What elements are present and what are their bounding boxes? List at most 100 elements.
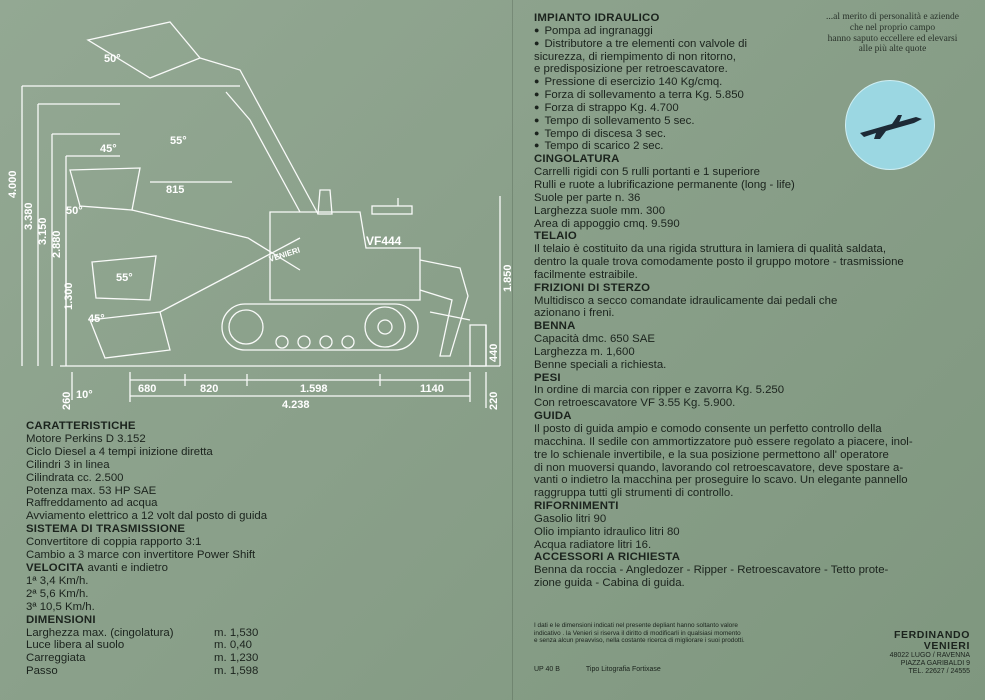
idraulico-bullet: Pompa ad ingranaggi — [534, 25, 964, 38]
arm-mid — [131, 209, 301, 271]
dimensioni-row: Carreggiata m. 1,230 — [26, 652, 296, 665]
frizioni-line: Multidisco a secco comandate idraulicame… — [534, 294, 838, 307]
cingolatura-line: Suole per parte n. 36 — [534, 191, 641, 204]
idraulico-bullet: Tempo di sollevamento 5 sec. — [534, 115, 964, 128]
arm-high — [199, 57, 319, 215]
page-fold — [512, 0, 513, 700]
telaio-title: TELAIO — [534, 230, 577, 243]
label-10deg: 10° — [76, 389, 93, 401]
disclaimer-line: indicativo . la Venieri si riserva il di… — [534, 629, 741, 637]
guida-line: vanti o indietro la macchina per prosegu… — [534, 474, 908, 487]
telaio-line: Il telaio è costituito da una rigida str… — [534, 243, 887, 256]
tractor-body — [269, 211, 421, 301]
dim-label: Passo — [26, 665, 58, 678]
pesi-line: In ordine di marcia con ripper e zavorra… — [534, 384, 785, 397]
frizioni-line: azionano i freni. — [534, 307, 615, 320]
disclaimer-line: I dati e le dimensioni indicati nel pres… — [534, 622, 738, 629]
angle-label-5: 55° — [116, 272, 133, 284]
company-phone: TEL. 22627 / 24555 — [908, 668, 971, 675]
caratteristiche-line: Motore Perkins D 3.152 — [26, 432, 146, 445]
label-260: 260 — [61, 392, 73, 410]
label-4000: 4.000 — [7, 170, 19, 198]
loader-dimension-drawing: 4.000 3.380 3.150 2.880 1.300 260 1.850 … — [7, 21, 512, 411]
idraulico-continuation: sicurezza, di riempimento di non ritorno… — [534, 50, 736, 63]
guida-line: Il posto di guida ampio e comodo consent… — [534, 423, 882, 435]
specs-left: CARATTERISTICHE Motore Perkins D 3.152 C… — [26, 420, 506, 678]
engine-hood — [371, 205, 413, 215]
velocita-suffix: avanti e indietro — [84, 561, 168, 574]
seat-post — [317, 189, 333, 215]
print-codes: UP 40 B Tipo Litografia Fortixase — [534, 666, 685, 673]
angle-label-2: 45° — [100, 143, 117, 155]
company-name-1: FERDINANDO — [894, 629, 970, 641]
idraulico-bullet: Tempo di scarico 2 sec. — [534, 140, 964, 153]
ripper-bar — [429, 311, 471, 321]
angle-label-4: 50° — [66, 205, 83, 217]
caratteristiche-line: Cilindrata cc. 2.500 — [26, 471, 124, 484]
specs-right: IMPIANTO IDRAULICO Pompa ad ingranaggi D… — [534, 12, 964, 590]
rifornimenti-title: RIFORNIMENTI — [534, 500, 619, 513]
dim-value: m. 1,530 — [214, 626, 259, 639]
accessori-line: zione guida - Cabina di guida. — [534, 577, 685, 590]
bucket-high — [86, 21, 202, 79]
guida-line: di non muoversi quando, lavorando col re… — [534, 461, 904, 474]
idraulico-bullet: Forza di strappo Kg. 4.700 — [534, 102, 964, 115]
sprocket-hub — [377, 319, 393, 335]
label-1598: 1.598 — [300, 383, 328, 395]
print-code: UP 40 B — [534, 666, 560, 673]
pesi-line: Con retroescavatore VF 3.55 Kg. 5.900. — [534, 397, 736, 410]
bucket-ground — [89, 311, 171, 359]
benna-line: Larghezza m. 1,600 — [534, 345, 635, 358]
model-label: VF444 — [366, 234, 402, 248]
label-2880: 2.880 — [51, 230, 63, 258]
caratteristiche-line: Potenza max. 53 HP SAE — [26, 484, 157, 497]
motto-line: che nel proprio campo — [849, 22, 936, 33]
caratteristiche-line: Raffreddamento ad acqua — [26, 497, 158, 510]
track — [221, 303, 419, 351]
benna-line: Benne speciali a richiesta. — [534, 358, 667, 371]
velocita-line: 1ª 3,4 Km/h. — [26, 574, 89, 587]
guida-title: GUIDA — [534, 410, 572, 423]
idraulico-title: IMPIANTO IDRAULICO — [534, 12, 660, 24]
bucket-mid — [69, 167, 141, 211]
label-3380: 3.380 — [23, 202, 35, 230]
dim-value: m. 0,40 — [214, 639, 252, 652]
arm-high-lower — [225, 91, 301, 213]
disclaimer: I dati e le dimensioni indicati nel pres… — [534, 622, 834, 645]
cingolatura-title: CINGOLATURA — [534, 153, 620, 166]
dim-label: Luce libera al suolo — [26, 639, 125, 652]
guida-line: macchina. Il sedile con ammortizzatore p… — [534, 435, 913, 448]
label-1850: 1.850 — [502, 264, 512, 292]
idraulico-bullet: Pressione di esercizio 140 Kg/cmq. — [534, 76, 964, 89]
angle-label-6: 45° — [88, 313, 105, 325]
caratteristiche-title: CARATTERISTICHE — [26, 420, 136, 432]
telaio-line: dentro la quale trova comodamente posto … — [534, 256, 904, 269]
disclaimer-line: e senza alcun preavviso, nella costante … — [534, 637, 745, 645]
motto-line: ...al merito di personalità e aziende — [826, 12, 959, 22]
rifornimenti-line: Acqua radiatore litri 16. — [534, 538, 652, 551]
roller-3 — [319, 335, 333, 349]
label-4238: 4.238 — [282, 399, 310, 411]
motto-line: hanno saputo eccellere ed elevarsi — [827, 33, 958, 44]
dim-value: m. 1,598 — [214, 665, 259, 678]
label-1140: 1140 — [420, 383, 444, 395]
caratteristiche-line: Ciclo Diesel a 4 tempi inizione diretta — [26, 445, 213, 458]
dimensioni-row: Larghezza max. (cingolatura)m. 1,530 — [26, 627, 296, 640]
label-3150: 3.150 — [37, 217, 49, 245]
motto-line: alle più alte quote — [858, 44, 927, 55]
trasmissione-title: SISTEMA DI TRASMISSIONE — [26, 523, 186, 536]
end-box — [469, 324, 487, 367]
company-name-2: VENIERI — [923, 640, 970, 652]
motto: ...al merito di personalità e aziende ch… — [815, 12, 970, 55]
idler-wheel — [228, 309, 264, 345]
company-block: FERDINANDO VENIERI 48022 LUGO / RAVENNA … — [862, 630, 970, 676]
telaio-line: facilmente estraibile. — [534, 268, 638, 281]
dim-label: Carreggiata — [26, 652, 86, 665]
drive-sprocket — [364, 306, 406, 348]
rifornimenti-line: Olio impianto idraulico litri 80 — [534, 525, 680, 538]
idraulico-bullet: Tempo di discesa 3 sec. — [534, 128, 964, 141]
dim-value: m. 1,230 — [214, 652, 259, 665]
pesi-title: PESI — [534, 371, 561, 384]
angle-label-3: 55° — [170, 135, 187, 147]
